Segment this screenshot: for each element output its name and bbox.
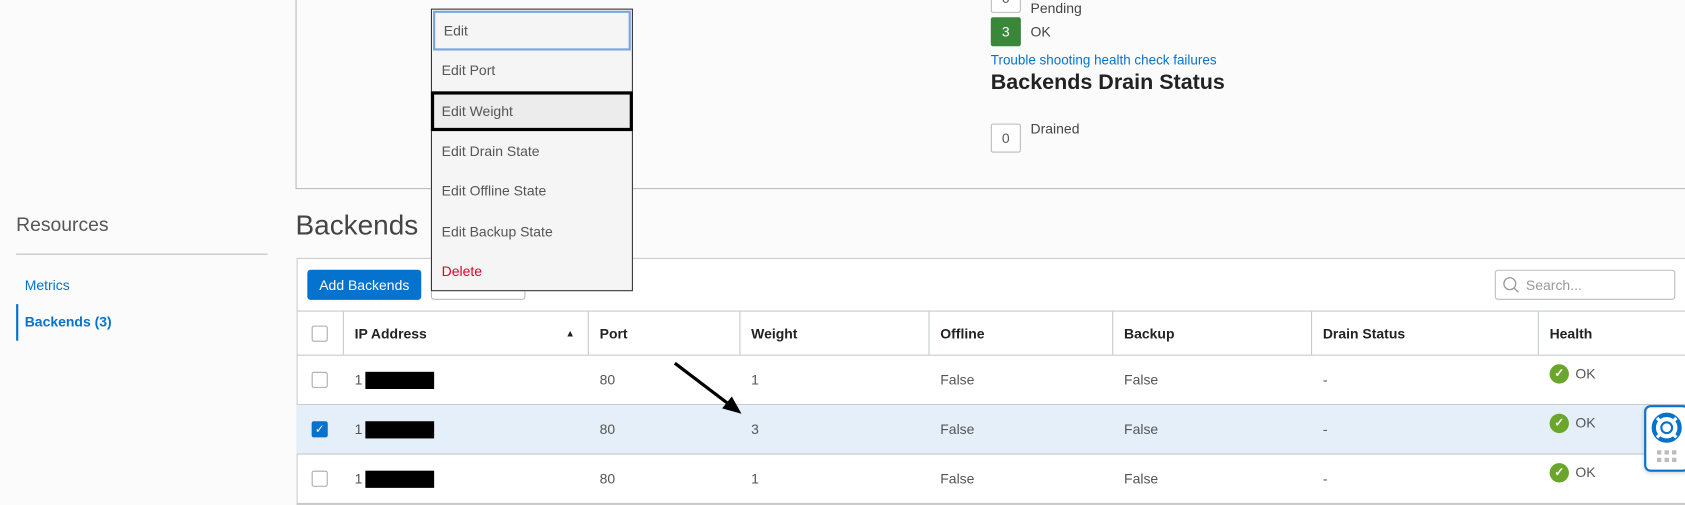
resources-title: Resources [16, 213, 109, 236]
menu-item-delete[interactable]: Delete [441, 263, 483, 280]
backup-cell: False [1124, 470, 1159, 487]
health-cell: ✓ OK [1539, 448, 1685, 496]
port-cell: 80 [599, 421, 616, 438]
ip-address: 1 [354, 371, 363, 388]
column-backup[interactable]: Backup [1113, 311, 1313, 355]
column-label: IP Address [354, 325, 427, 342]
check-circle-icon: ✓ [1549, 413, 1569, 433]
drained-count: 0 [990, 123, 1021, 153]
health-status: OK [1575, 365, 1596, 382]
annotation-arrow-icon [673, 361, 742, 414]
health-status: OK [1575, 414, 1596, 431]
check-circle-icon: ✓ [1549, 462, 1569, 482]
help-widget[interactable] [1644, 405, 1685, 472]
weight-cell: 3 [751, 421, 759, 438]
port-cell: 80 [599, 371, 616, 388]
row-select-cell: ✓ [297, 405, 344, 453]
pending-label: Pending [1030, 0, 1082, 17]
search-icon [1503, 277, 1519, 293]
weight-cell: 1 [751, 371, 759, 388]
table-header: IP Address ▲ Port Weight Offline Backup D… [296, 310, 1685, 356]
ip-address: 1 [354, 470, 363, 487]
ok-label: OK [1030, 23, 1051, 40]
backends-table-panel [296, 257, 1685, 505]
sort-ascending-icon: ▲ [565, 327, 575, 339]
ip-address: 1 [354, 421, 363, 438]
search-input[interactable]: Search... [1494, 269, 1676, 300]
active-indicator [16, 304, 19, 341]
select-all-cell [297, 311, 344, 355]
select-all-checkbox[interactable] [311, 325, 328, 342]
column-port[interactable]: Port [589, 311, 741, 355]
menu-item-edit-backup-state[interactable]: Edit Backup State [441, 223, 553, 240]
column-offline[interactable]: Offline [930, 311, 1114, 355]
column-drain-status[interactable]: Drain Status [1312, 311, 1539, 355]
health-cell: ✓ OK [1539, 349, 1685, 397]
ip-cell: 1 [344, 455, 589, 503]
sidebar-item-metrics[interactable]: Metrics [24, 277, 70, 294]
row-checkbox[interactable]: ✓ [311, 421, 328, 438]
row-select-cell [297, 455, 344, 503]
menu-item-edit-drain-state[interactable]: Edit Drain State [441, 142, 540, 160]
column-health[interactable]: Health [1549, 325, 1593, 342]
redacted-block [365, 470, 435, 488]
offline-cell: False [940, 371, 975, 388]
redacted-block [365, 371, 435, 389]
ok-count: 3 [990, 17, 1021, 47]
menu-item-edit-offline-state[interactable]: Edit Offline State [441, 182, 547, 199]
health-status: OK [1575, 464, 1596, 481]
table-row[interactable]: ✓ 1 80 3 False False - ✓ OK [296, 405, 1685, 455]
row-select-cell [297, 356, 344, 404]
check-circle-icon: ✓ [1549, 363, 1569, 384]
search-placeholder: Search... [1525, 276, 1582, 293]
lifebuoy-icon [1651, 412, 1682, 463]
table-row[interactable]: 1 80 1 False False - ✓ OK [296, 356, 1685, 406]
drained-label: Drained [1030, 120, 1080, 137]
ip-cell: 1 [344, 356, 589, 404]
row-checkbox[interactable] [311, 371, 328, 388]
menu-item-edit-weight[interactable]: Edit Weight [430, 91, 633, 132]
drain-status-cell: - [1322, 421, 1328, 438]
column-weight[interactable]: Weight [740, 311, 930, 355]
port-cell: 80 [599, 470, 616, 487]
drain-status-cell: - [1322, 470, 1328, 487]
drain-status-cell: - [1322, 371, 1328, 388]
row-checkbox[interactable] [311, 470, 328, 487]
health-cell: ✓ OK [1539, 399, 1685, 447]
table-row[interactable]: 1 80 1 False False - ✓ OK [296, 455, 1685, 504]
drain-status-heading: Backends Drain Status [990, 70, 1225, 95]
pending-count: 0 [990, 0, 1021, 13]
menu-item-edit-port[interactable]: Edit Port [441, 62, 496, 79]
row-actions-menu: Edit Edit Port Edit Weight Edit Drain St… [430, 8, 633, 292]
menu-item-edit[interactable]: Edit [433, 10, 631, 51]
backends-heading: Backends [295, 208, 419, 241]
ip-cell: 1 [344, 405, 589, 453]
divider [16, 253, 268, 255]
backup-cell: False [1124, 421, 1159, 438]
add-backends-button[interactable]: Add Backends [307, 269, 422, 300]
weight-cell: 1 [751, 470, 759, 487]
offline-cell: False [940, 421, 975, 438]
column-ip-address[interactable]: IP Address ▲ [344, 311, 589, 355]
sidebar-item-backends[interactable]: Backends (3) [24, 313, 112, 330]
troubleshoot-link[interactable]: Trouble shooting health check failures [990, 52, 1217, 68]
backup-cell: False [1124, 371, 1159, 388]
redacted-block [365, 420, 435, 438]
health-panel [295, 0, 1685, 190]
offline-cell: False [940, 470, 975, 487]
